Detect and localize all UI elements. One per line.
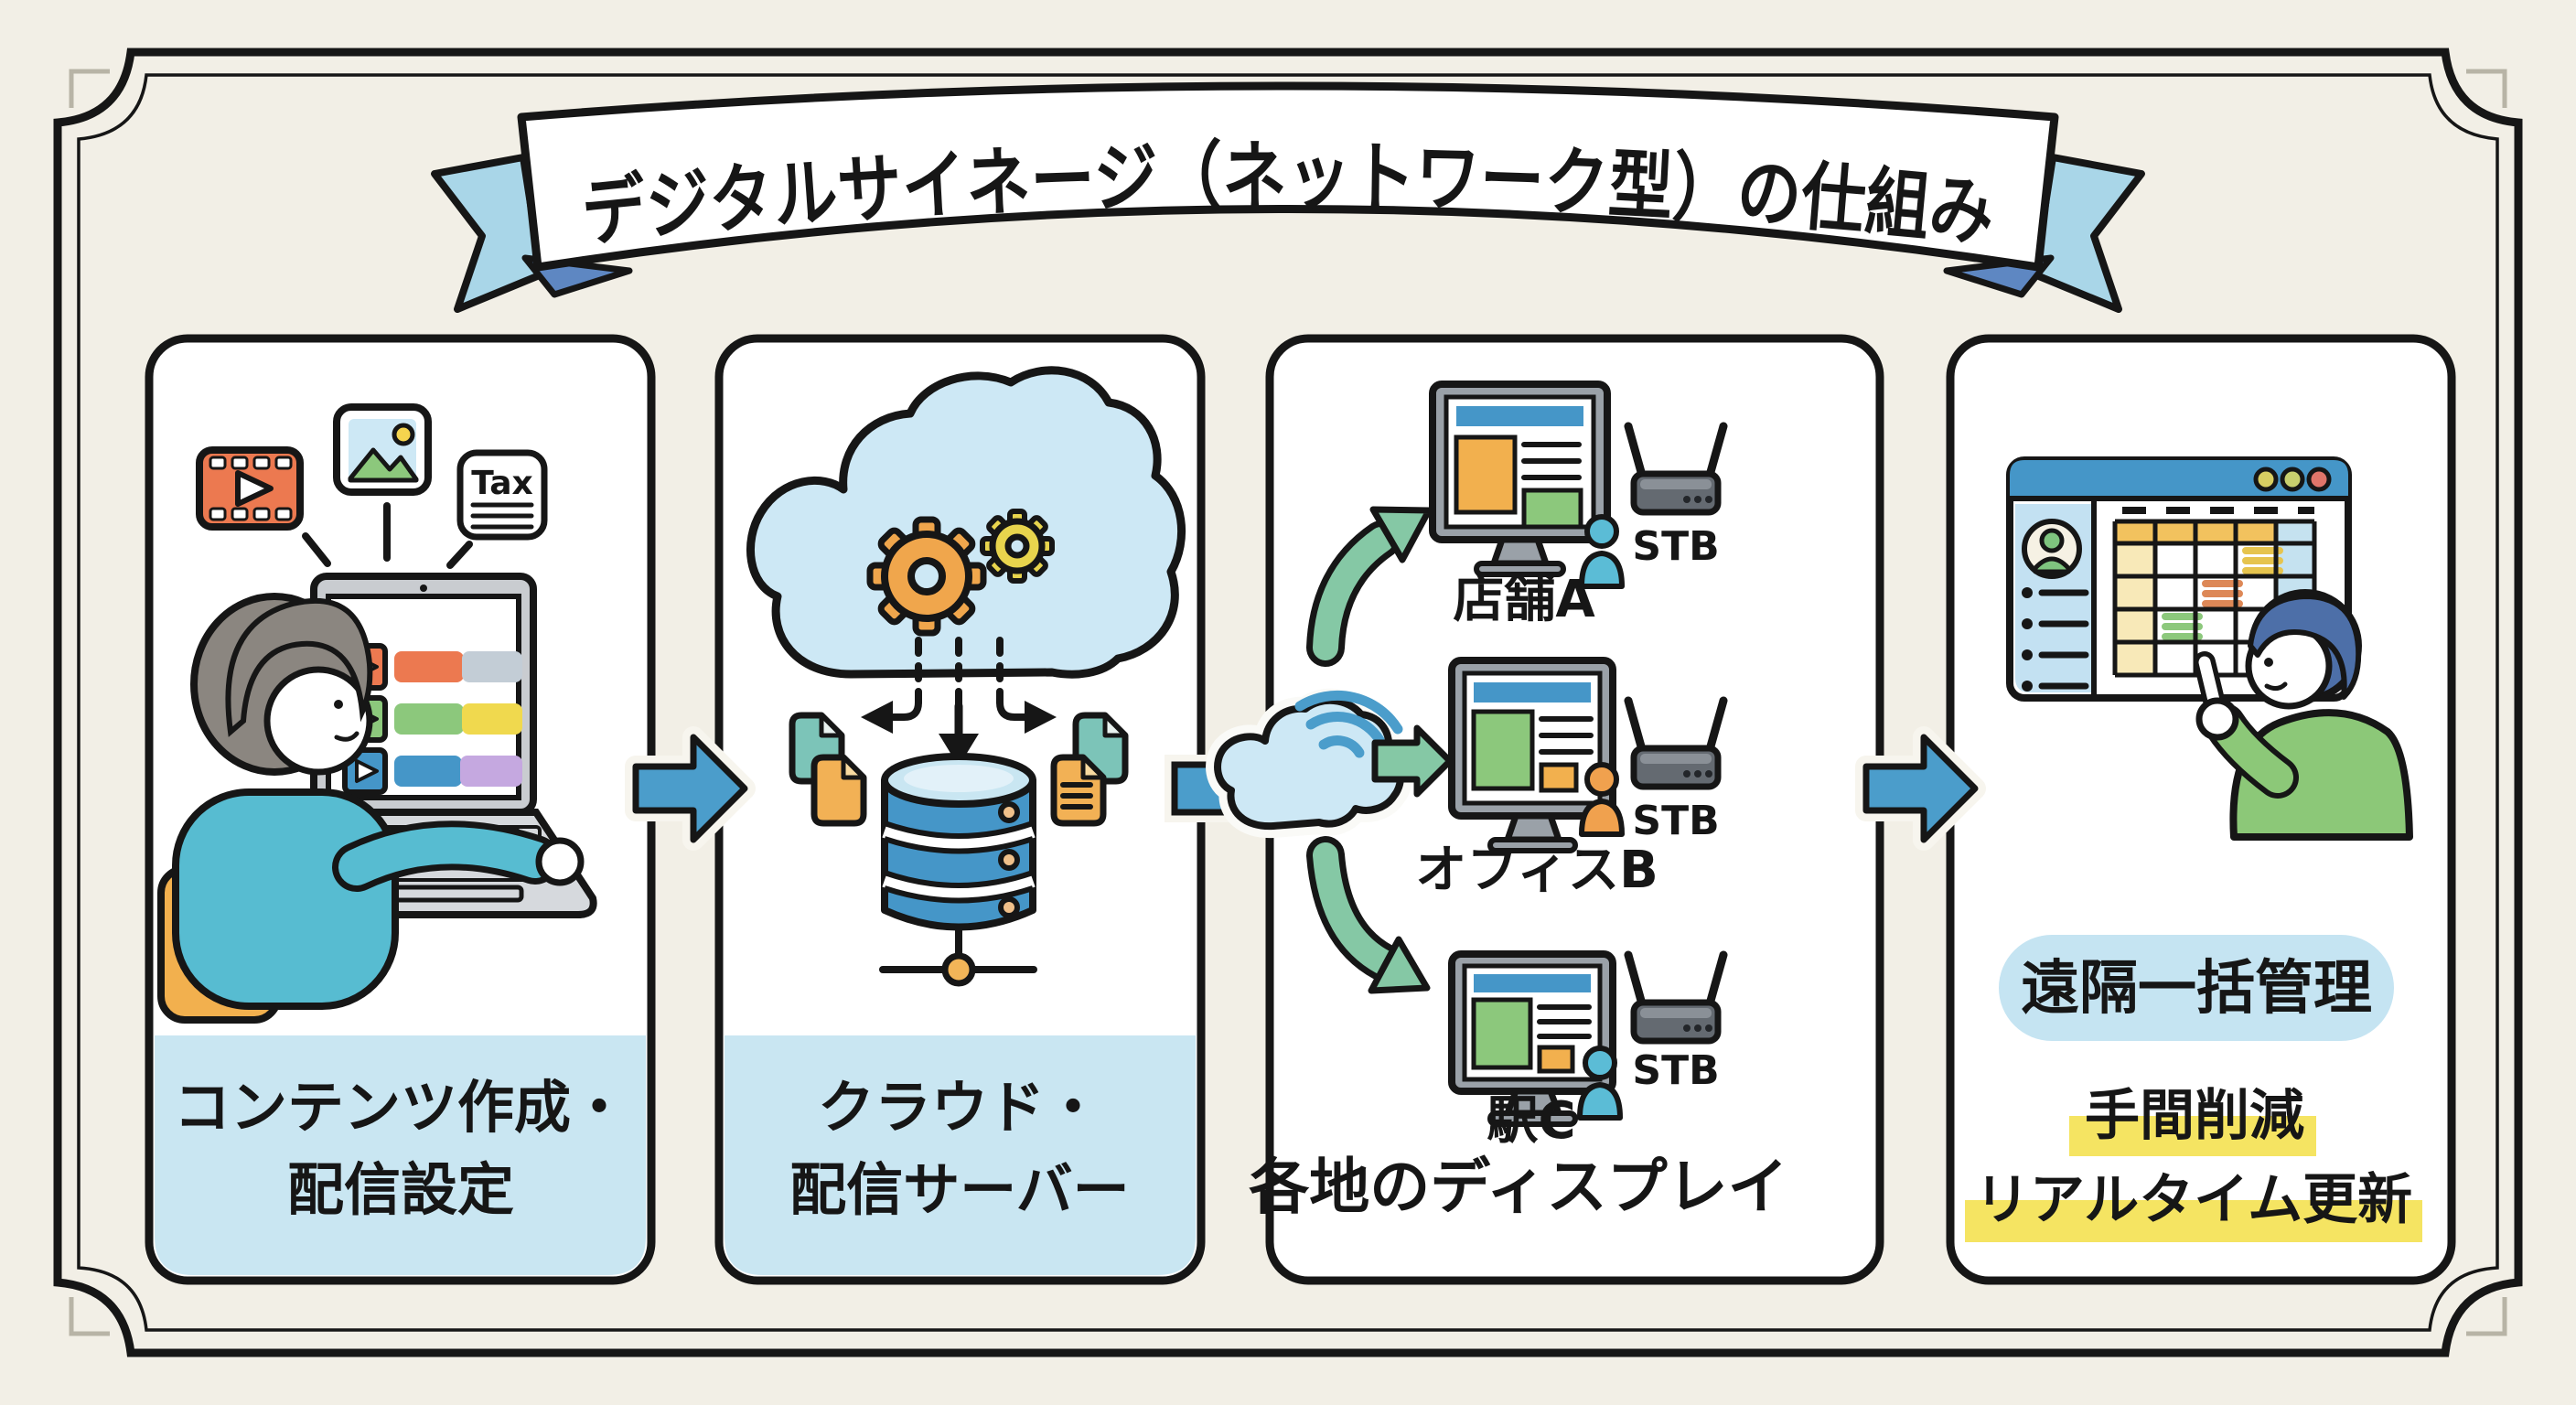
corner-ornament	[69, 1297, 110, 1336]
wifi-icon	[1294, 690, 1403, 758]
panel2-caption-line1: クラウド・	[818, 1074, 1101, 1141]
tax-label: Tax	[471, 465, 532, 502]
operator-person	[172, 593, 585, 1010]
corner-ornament	[2466, 1297, 2507, 1336]
playlist-row	[342, 747, 522, 795]
fanout-arrows	[1306, 506, 1454, 994]
window-dot-icon	[2280, 467, 2305, 492]
location-label-office-b: オフィスB	[1415, 841, 1658, 900]
person-hand	[2195, 697, 2239, 741]
gear-small-icon	[980, 509, 1055, 584]
play-icon	[235, 470, 274, 507]
arrow-left-head	[861, 701, 893, 734]
benefit-labor-saving: 手間削減	[2085, 1084, 2304, 1148]
wifi-cloud-icon	[1214, 696, 1405, 831]
panel2-caption-bg	[724, 1035, 1196, 1275]
sun-icon	[392, 423, 415, 446]
panel1-caption-bg	[155, 1035, 646, 1275]
webcam-dot	[420, 585, 427, 592]
ribbon-band	[517, 81, 2059, 272]
person-eye	[2264, 658, 2273, 667]
mountains-icon	[348, 447, 419, 483]
viewer-person-orange	[1579, 762, 1625, 837]
gear-icon	[866, 516, 987, 637]
stb-label: STB	[1632, 523, 1719, 570]
stb-label: STB	[1632, 798, 1719, 844]
person-smile	[334, 731, 360, 742]
arrow-up-head	[1369, 506, 1433, 563]
person-arm	[338, 827, 553, 885]
corner-ornament	[2466, 69, 2507, 108]
ribbon-tail-left	[431, 154, 545, 313]
text-doc-icon: Tax	[456, 449, 548, 541]
viewer-person-teal	[1579, 514, 1625, 589]
ribbon-tail-right	[2031, 154, 2145, 313]
person-hair-front	[225, 597, 373, 737]
stb-router-icon	[1624, 950, 1728, 1045]
distribution-arrows	[886, 637, 1032, 740]
panel4-illustration: 遠隔一括管理 手間削減 リアルタイム更新	[1965, 456, 2422, 1242]
corner-ornament	[69, 69, 110, 108]
arrow-step3-to-step4	[1862, 734, 1979, 843]
rays	[302, 502, 473, 569]
benefit-realtime-update: リアルタイム更新	[1975, 1168, 2412, 1232]
remote-management-badge	[1999, 935, 2394, 1041]
panel2-illustration	[746, 366, 1186, 987]
cloud-icon	[746, 366, 1186, 679]
stb-router-icon	[1624, 696, 1728, 790]
network-node-icon	[879, 930, 1037, 987]
panel1-caption-line1: コンテンツ作成・	[174, 1074, 628, 1141]
panel1-illustration: Tax	[157, 403, 597, 1024]
network-cloud	[1206, 688, 1412, 839]
database-icon	[881, 753, 1036, 931]
person-eye	[334, 700, 343, 709]
panel3-illustration: STB STB STB 店舗A オフィスB 駅C	[1306, 381, 1728, 1151]
arrow-down-head	[1368, 936, 1431, 994]
panel2-caption-line2: 配信サーバー	[789, 1156, 1129, 1223]
file-icon-orange	[810, 754, 867, 827]
display-store-a	[1429, 381, 1611, 577]
person-hand	[535, 837, 585, 886]
manager-person	[2194, 589, 2413, 841]
window-dot-icon	[2253, 467, 2279, 492]
window-dot-icon	[2306, 467, 2332, 492]
frame-outer-line	[53, 48, 2523, 1357]
stb-router-icon	[1624, 422, 1728, 516]
location-label-station-c: 駅C	[1487, 1091, 1575, 1151]
arrow-step1-to-step2	[632, 734, 748, 843]
panel3-caption: 各地のディスプレイ	[1249, 1152, 1787, 1222]
viewer-person-teal	[1577, 1046, 1623, 1121]
stb-label: STB	[1632, 1047, 1719, 1094]
badge-label: 遠隔一括管理	[2021, 955, 2372, 1023]
file-icon-orange	[1050, 754, 1107, 827]
arrow-mid	[1371, 724, 1454, 798]
person-smile	[2264, 681, 2288, 692]
person-body	[172, 788, 399, 1010]
video-icon	[196, 446, 304, 531]
benefit-highlight	[1965, 1200, 2422, 1242]
decorative-frame	[53, 48, 2523, 1357]
panel1-caption-line2: 配信設定	[287, 1156, 514, 1223]
arrow-right-head	[1025, 701, 1057, 734]
arrow-down-head	[939, 734, 979, 767]
title-ribbon: デジタルサイネージ（ネットワーク型）の仕組み	[431, 81, 2145, 313]
display-station-c	[1448, 950, 1616, 1127]
frame-inner-line	[77, 73, 2499, 1332]
benefit-highlight	[2069, 1116, 2316, 1156]
person-face	[263, 666, 373, 776]
display-office-b	[1448, 657, 1616, 853]
image-icon	[333, 403, 432, 496]
page-title: デジタルサイネージ（ネットワーク型）の仕組み	[578, 134, 1998, 258]
location-label-store-a: 店舗A	[1453, 570, 1595, 629]
sidebar-menu	[2022, 587, 2089, 692]
